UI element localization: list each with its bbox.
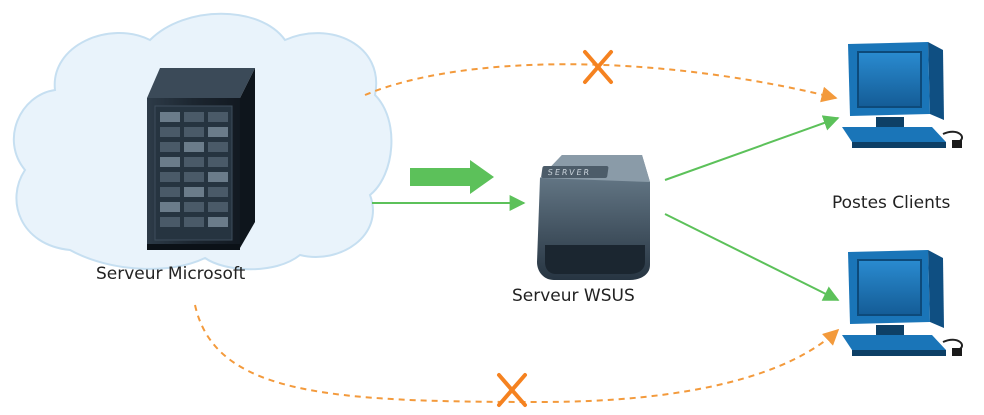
rack-slot — [208, 112, 228, 122]
rack-slot — [184, 157, 204, 167]
wsus-to-client2-line — [664, 213, 840, 301]
rack-slot — [184, 142, 204, 152]
rack-slot — [184, 202, 204, 212]
blocked-top-path — [364, 63, 838, 103]
clients-label: Postes Clients — [832, 193, 951, 213]
thick-arrow-icon — [410, 160, 494, 194]
rack-slot — [208, 172, 228, 182]
rack-slot — [184, 112, 204, 122]
rack-slot — [184, 187, 204, 197]
rack-slot — [160, 172, 180, 182]
x-cross-icon — [583, 50, 613, 84]
rack-slot — [160, 187, 180, 197]
client-computer-icon — [842, 250, 963, 356]
rack-slot — [160, 112, 180, 122]
microsoft-server-label: Serveur Microsoft — [96, 264, 246, 284]
x-cross-icon — [497, 373, 527, 407]
rack-slot — [184, 172, 204, 182]
rack-slot — [208, 157, 228, 167]
server-rack-icon — [147, 68, 255, 250]
rack-slot — [208, 187, 228, 197]
rack-slot — [160, 202, 180, 212]
rack-slot — [160, 127, 180, 137]
rack-slot — [208, 202, 228, 212]
rack-slot — [208, 142, 228, 152]
rack-slot — [184, 217, 204, 227]
rack-slot — [160, 217, 180, 227]
wsus-server-label: Serveur WSUS — [512, 286, 635, 306]
wsus-server-icon: SERVER — [537, 155, 650, 280]
rack-slot — [184, 127, 204, 137]
server-badge: SERVER — [547, 168, 592, 177]
rack-slot — [208, 217, 228, 227]
rack-slot — [160, 142, 180, 152]
wsus-to-client1-line — [664, 115, 840, 181]
rack-slot — [208, 127, 228, 137]
client-computer-icon — [842, 42, 963, 148]
rack-slot — [160, 157, 180, 167]
